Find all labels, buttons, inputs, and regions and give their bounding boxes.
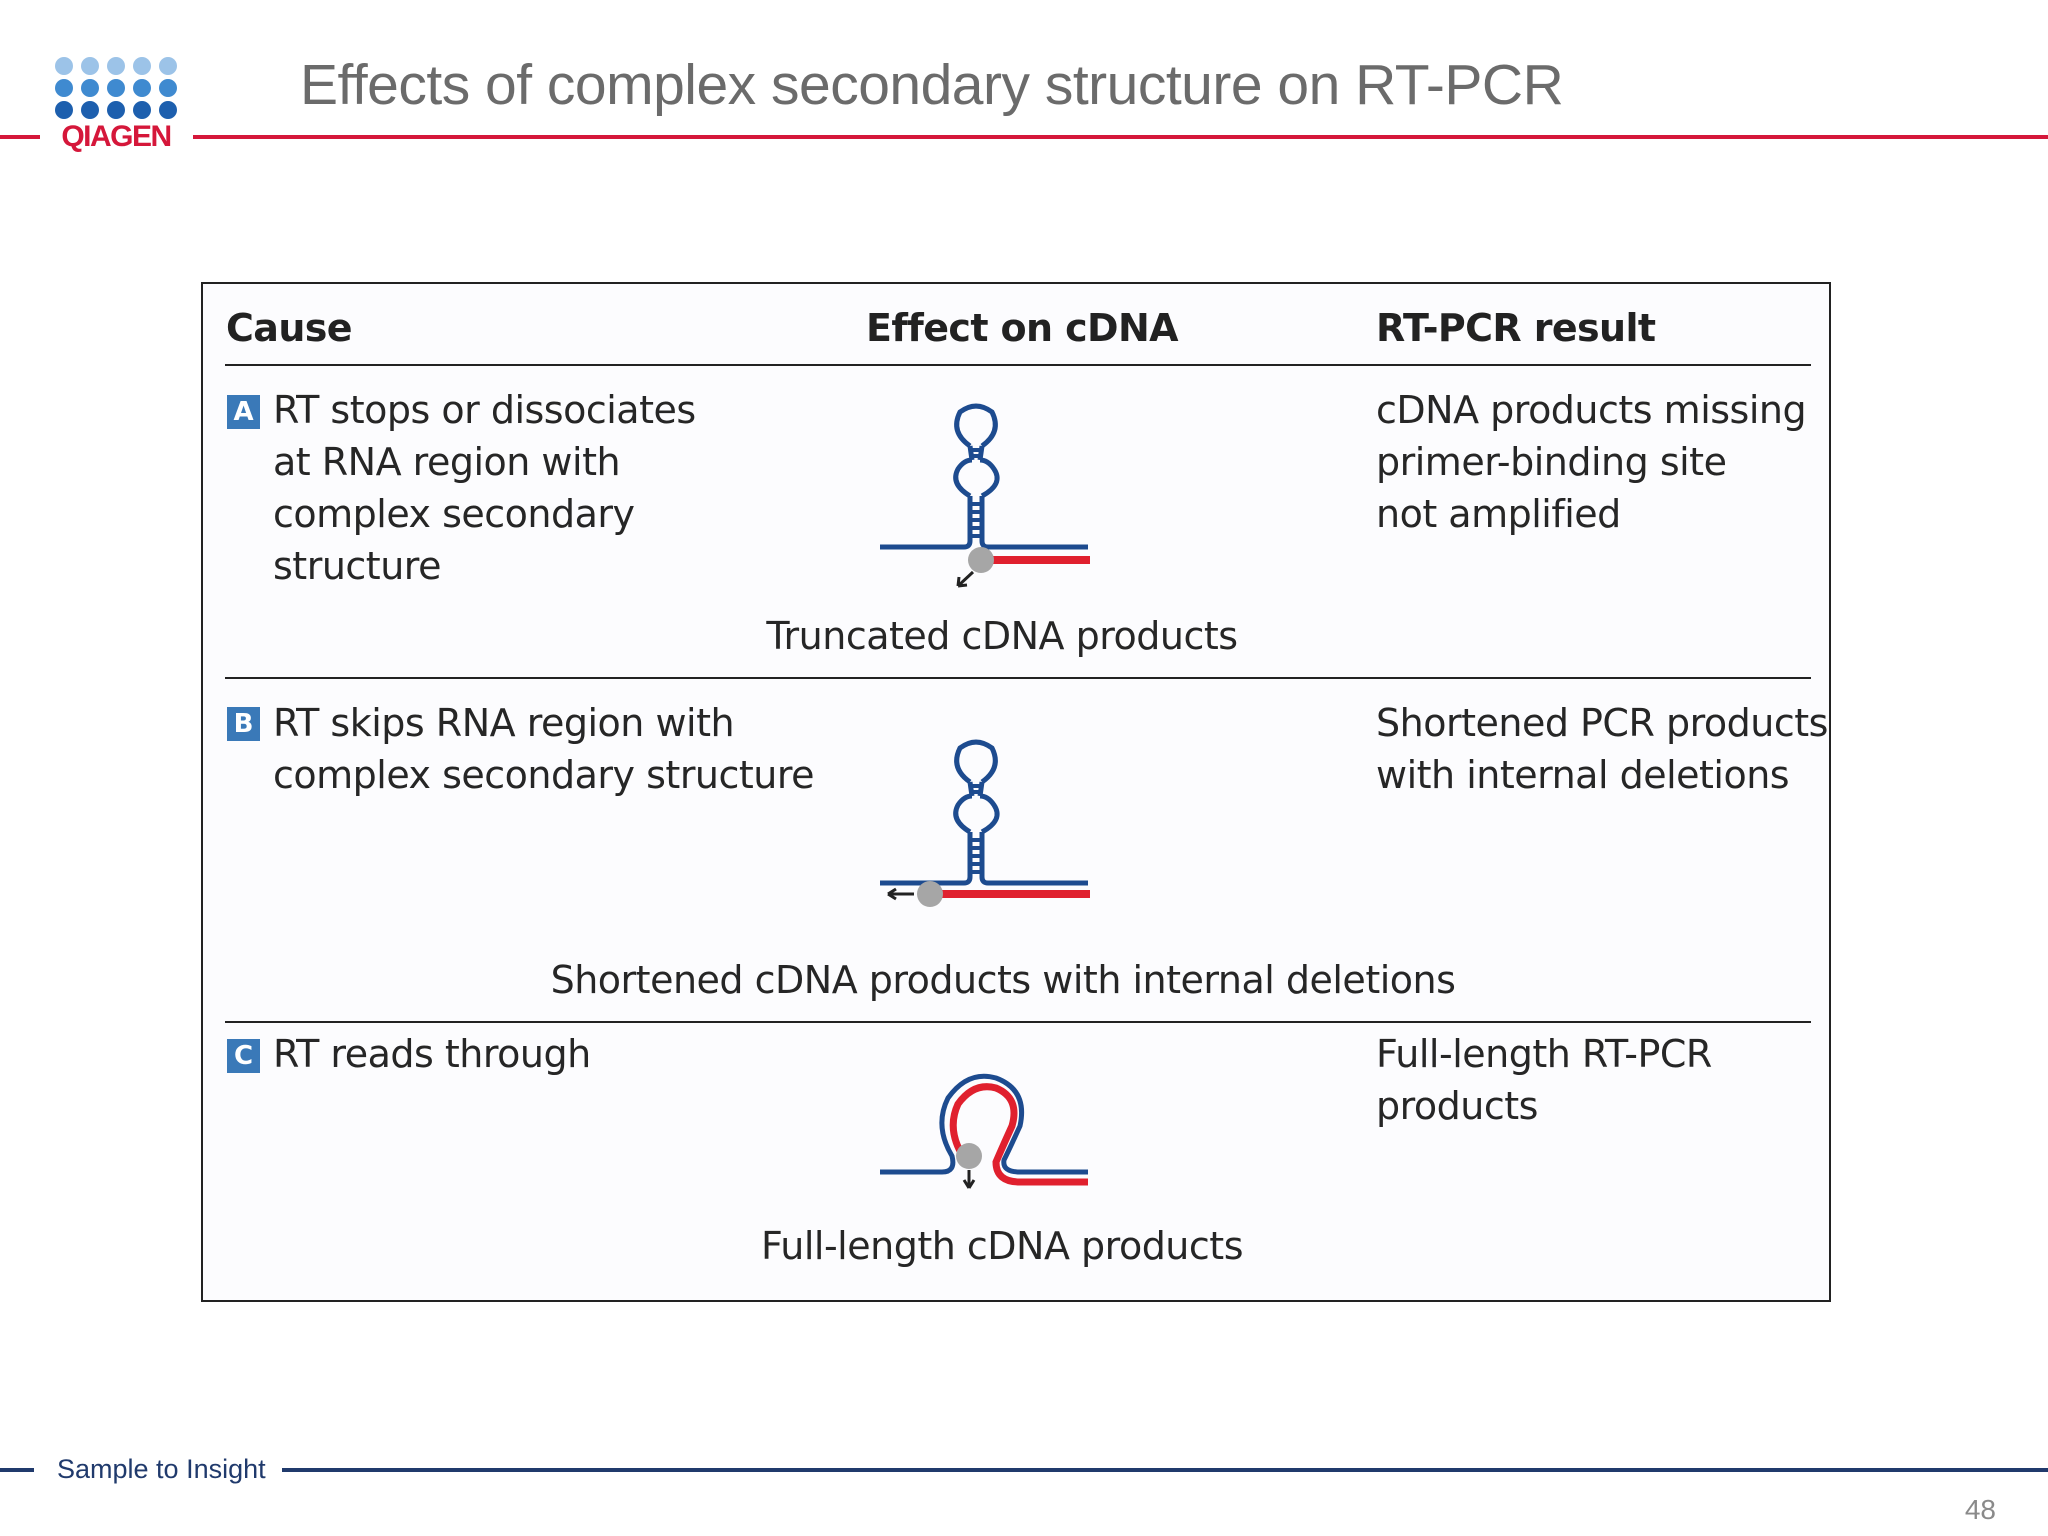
cause-line: complex secondary structure	[273, 753, 815, 797]
effect-caption-c: Full-length cDNA products	[760, 1224, 1244, 1268]
row-badge-c: C	[227, 1039, 260, 1073]
rna-strand	[880, 739, 1088, 886]
result-text-a: cDNA products missing primer-binding sit…	[1376, 384, 1807, 540]
reverse-transcriptase-icon	[956, 1143, 982, 1169]
effect-caption-a: Truncated cDNA products	[766, 614, 1238, 658]
result-line: Full-length RT-PCR	[1376, 1032, 1712, 1076]
deletion-cdna-diagram	[880, 739, 1090, 907]
reverse-transcriptase-icon	[917, 881, 943, 907]
header-effect: Effect on cDNA	[866, 306, 1179, 350]
cause-line: RT reads through	[273, 1032, 591, 1076]
row-badge-a: A	[227, 395, 260, 429]
result-text-b: Shortened PCR products with internal del…	[1376, 697, 1828, 801]
row-divider	[225, 677, 1811, 679]
cause-text-b: RT skips RNA region with complex seconda…	[273, 697, 815, 801]
base-pair-rungs	[970, 448, 982, 538]
result-line: primer-binding site	[1376, 440, 1727, 484]
page-number: 48	[1964, 1494, 1996, 1525]
cause-text-a: RT stops or dissociates at RNA region wi…	[273, 384, 696, 592]
cause-line: RT skips RNA region with	[273, 701, 735, 745]
header-rule	[193, 135, 2048, 139]
effect-caption-b: Shortened cDNA products with internal de…	[550, 958, 1456, 1002]
qiagen-logo: QIAGEN	[54, 56, 178, 152]
truncated-cdna-diagram	[880, 403, 1090, 588]
cause-line: at RNA region with	[273, 440, 621, 484]
header-rule-left	[0, 135, 40, 139]
slide-title: Effects of complex secondary structure o…	[300, 53, 1564, 117]
logo-wordmark: QIAGEN	[61, 120, 172, 153]
secondary-structure-figure: Cause Effect on cDNA RT-PCR result A RT …	[201, 282, 1831, 1302]
cause-line: RT stops or dissociates	[273, 388, 696, 432]
result-line: products	[1376, 1084, 1538, 1128]
result-line: not amplified	[1376, 492, 1621, 536]
footer-rule-left	[0, 1468, 34, 1472]
dissociation-arrow-icon	[956, 570, 975, 588]
full-length-cdna-diagram	[880, 1073, 1088, 1189]
header-divider	[225, 364, 1811, 366]
cause-line: structure	[273, 544, 441, 588]
base-pair-rungs	[970, 784, 982, 874]
row-divider	[225, 1021, 1811, 1023]
cause-line: complex secondary	[273, 492, 635, 536]
footer-tagline: Sample to Insight	[57, 1454, 266, 1484]
footer-rule	[282, 1468, 2048, 1472]
rna-strand	[880, 403, 1088, 550]
cdna-strand	[949, 1083, 1088, 1186]
logo-dots-icon	[55, 57, 177, 119]
result-line: Shortened PCR products	[1376, 701, 1828, 745]
skip-arrow-icon	[887, 887, 914, 901]
read-through-arrow-icon	[962, 1170, 976, 1189]
cause-text-c: RT reads through	[273, 1028, 591, 1080]
header-result: RT-PCR result	[1376, 306, 1656, 350]
reverse-transcriptase-icon	[968, 547, 994, 573]
rna-loop	[880, 1073, 1088, 1175]
header-cause: Cause	[226, 306, 353, 350]
row-badge-b: B	[227, 707, 260, 741]
result-line: with internal deletions	[1376, 753, 1790, 797]
result-line: cDNA products missing	[1376, 388, 1807, 432]
result-text-c: Full-length RT-PCR products	[1376, 1028, 1712, 1132]
